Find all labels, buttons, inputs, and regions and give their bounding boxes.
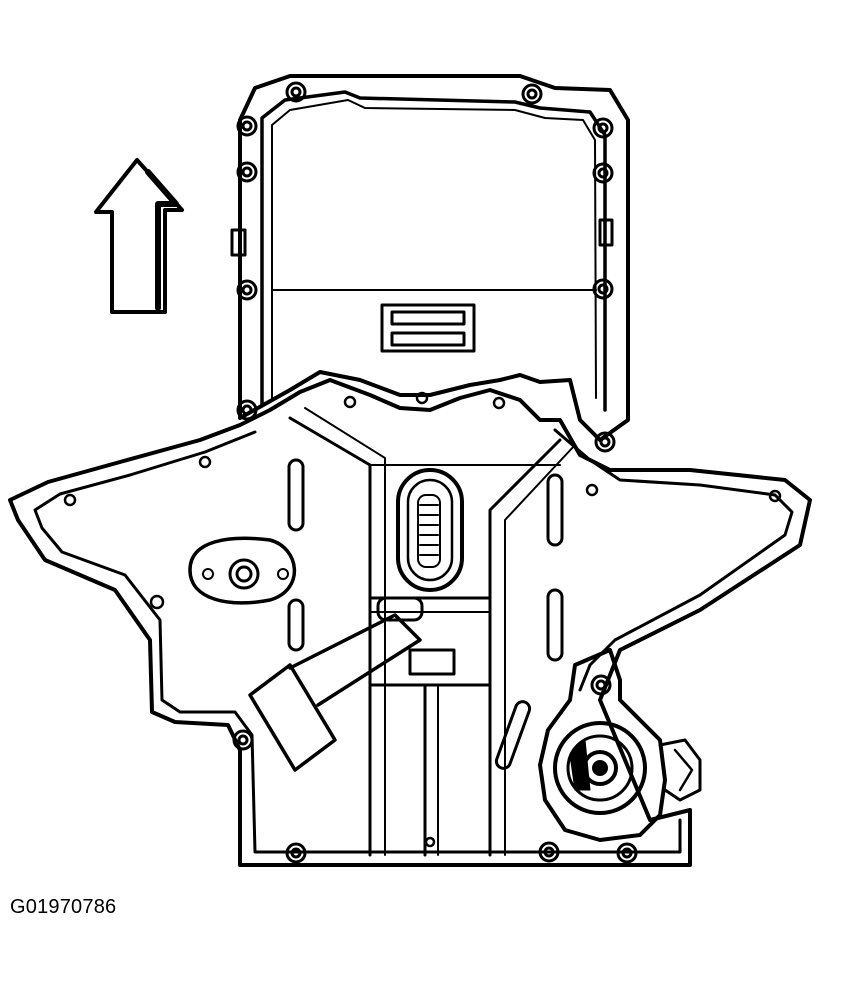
bolt <box>236 115 258 137</box>
oil-pickup-screen <box>396 468 464 592</box>
up-arrow-icon <box>94 158 184 314</box>
bolt <box>285 81 307 103</box>
bolt <box>592 278 614 300</box>
bolt <box>594 431 616 453</box>
bolt <box>285 842 307 864</box>
bolt <box>521 83 543 105</box>
bolt <box>232 729 254 751</box>
bolt <box>236 399 258 421</box>
bolt <box>236 279 258 301</box>
figure-id-label: G01970786 <box>10 896 117 918</box>
bolt <box>236 161 258 183</box>
pan-bolts <box>232 81 638 864</box>
bolt <box>592 117 614 139</box>
oil-filter-adapter <box>538 648 702 842</box>
mounting-boss <box>188 536 297 605</box>
bolt <box>592 162 614 184</box>
bolt <box>616 842 638 864</box>
lower-pan <box>8 378 812 867</box>
small-holes <box>63 391 782 848</box>
slots <box>287 458 564 770</box>
bolt <box>590 674 612 696</box>
oil-tube <box>248 596 424 772</box>
bolt <box>538 841 560 863</box>
upper-pan <box>230 74 630 442</box>
